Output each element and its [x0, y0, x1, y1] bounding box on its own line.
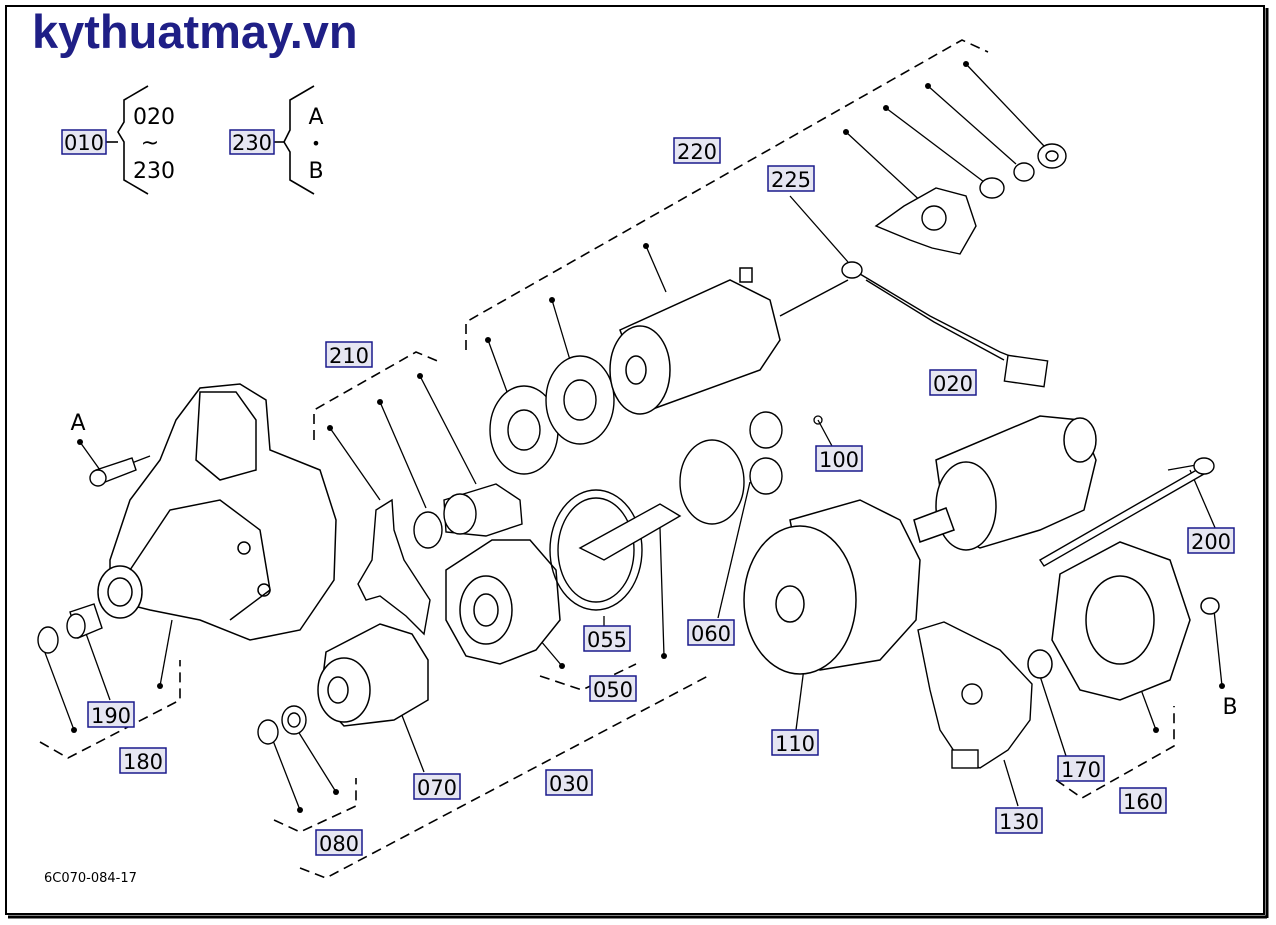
callout-180[interactable]: 180 [119, 747, 167, 774]
callout-010[interactable]: 010 [64, 131, 104, 155]
svg-text:060: 060 [691, 622, 731, 646]
wire-225 [841, 261, 1049, 388]
callout-200[interactable]: 200 [1187, 527, 1235, 554]
legend-variant: 230 A • B [229, 105, 324, 184]
callout-160[interactable]: 160 [1119, 787, 1167, 814]
through-bolt-200 [1039, 457, 1215, 567]
svg-text:200: 200 [1191, 530, 1231, 554]
end-frame-160 [1027, 541, 1220, 701]
diagram-border [5, 5, 1265, 915]
callout-060[interactable]: 060 [687, 619, 735, 646]
callout-170[interactable]: 170 [1057, 755, 1105, 782]
callout-050[interactable]: 050 [589, 675, 637, 702]
svg-text:100: 100 [819, 448, 859, 472]
shaft-gears-060 [578, 411, 783, 561]
callout-130[interactable]: 130 [995, 807, 1043, 834]
svg-text:050: 050 [593, 678, 633, 702]
legend-variant-a: A [308, 105, 323, 130]
svg-text:160: 160 [1123, 790, 1163, 814]
callout-100[interactable]: 100 [815, 445, 863, 472]
gear-case-050 [445, 539, 561, 665]
svg-text:070: 070 [417, 776, 457, 800]
callout-055[interactable]: 055 [583, 625, 631, 652]
solenoid [609, 267, 849, 415]
svg-text:130: 130 [999, 810, 1039, 834]
gasket-055 [549, 489, 643, 611]
svg-text:190: 190 [91, 704, 131, 728]
callout-220[interactable]: 220 [673, 137, 721, 164]
terminal-parts [874, 143, 1067, 255]
callout-230[interactable]: 230 [232, 131, 272, 155]
svg-text:180: 180 [123, 750, 163, 774]
svg-text:030: 030 [549, 772, 589, 796]
callout-110[interactable]: 110 [771, 729, 819, 756]
drive-housing [97, 383, 337, 641]
callout-box-230 [229, 129, 275, 155]
callout-030[interactable]: 030 [545, 769, 593, 796]
svg-text:225: 225 [771, 168, 811, 192]
svg-text:110: 110 [775, 732, 815, 756]
callout-020[interactable]: 020 [929, 369, 977, 396]
callout-080[interactable]: 080 [315, 829, 363, 856]
legend-range-from: 020 [133, 105, 175, 130]
marker-a: A [70, 411, 85, 436]
legend-range-sep: ~ [141, 131, 159, 156]
legend-variant-b: B [308, 159, 323, 184]
armature-020 [913, 415, 1097, 551]
lever-210 [357, 483, 523, 636]
leader-lines [43, 63, 1223, 811]
brush-holder-130 [917, 621, 1033, 769]
callout-box-010 [61, 129, 107, 155]
callout-190[interactable]: 190 [87, 701, 135, 728]
leader-dots [71, 61, 1225, 813]
pinion-070 [317, 623, 429, 727]
svg-text:210: 210 [329, 344, 369, 368]
yoke-110 [743, 499, 921, 675]
marker-b: B [1222, 695, 1237, 720]
callout-210[interactable]: 210 [325, 341, 373, 368]
group-brackets [39, 39, 1175, 879]
callout-070[interactable]: 070 [413, 773, 461, 800]
legend-range-to: 230 [133, 159, 175, 184]
rings-080 [257, 705, 307, 745]
bolt-a [89, 457, 137, 487]
callout-225[interactable]: 225 [767, 165, 815, 192]
svg-text:170: 170 [1061, 758, 1101, 782]
svg-text:055: 055 [587, 628, 627, 652]
callout-labels: 220 225 210 020 100 200 055 060 050 190 … [87, 137, 1235, 856]
drawing-code: 6C070-084-17 [44, 871, 137, 886]
legend-variant-dot: • [311, 134, 320, 153]
legend-range: 010 020 ~ 230 [61, 105, 175, 184]
legend-range-bracket [106, 85, 149, 195]
washers-190-180 [37, 603, 103, 654]
svg-text:020: 020 [933, 372, 973, 396]
svg-text:220: 220 [677, 140, 717, 164]
svg-text:080: 080 [319, 832, 359, 856]
site-watermark: kythuatmay.vn [32, 5, 358, 58]
gaskets-220 [489, 355, 615, 475]
